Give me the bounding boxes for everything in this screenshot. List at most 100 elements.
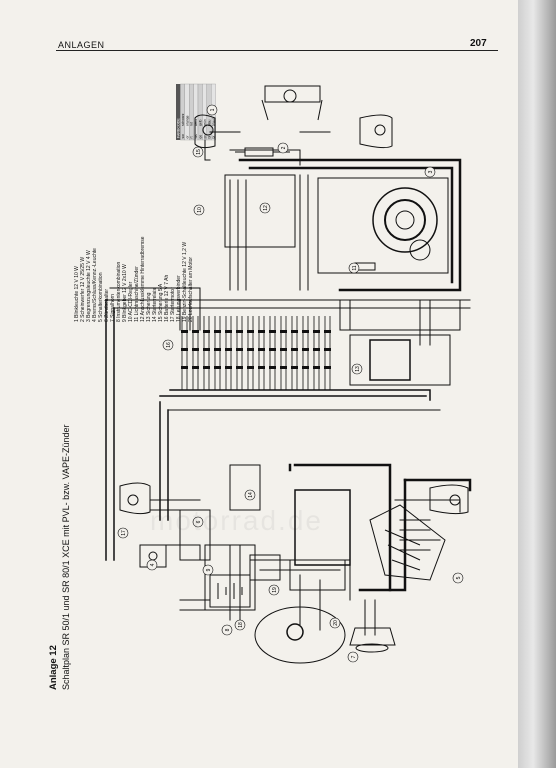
- connector-pin: [181, 366, 188, 369]
- watermark: motorrad.de: [150, 505, 323, 536]
- color-code-name: grün: [203, 119, 207, 126]
- connector-pin: [269, 348, 276, 351]
- connector-pin: [269, 366, 276, 369]
- section-header: ANLAGEN: [58, 40, 105, 50]
- connector-pin: [269, 330, 276, 333]
- color-code-name: gelb: [199, 119, 203, 126]
- color-code-abbr: sw: [181, 134, 185, 139]
- color-code-name: schwarz: [181, 113, 185, 126]
- starter-motor-symbol: [254, 605, 346, 664]
- callout-circle: [193, 204, 205, 216]
- callout-circle: [202, 564, 214, 576]
- connector-pin: [291, 330, 298, 333]
- callout-circle: [244, 489, 256, 501]
- callout-number: 18: [238, 622, 244, 628]
- connector-pin: [247, 330, 254, 333]
- connector-pin: [302, 330, 309, 333]
- connector-pin: [203, 348, 210, 351]
- callout-circle: [351, 363, 363, 375]
- connector-pin: [225, 330, 232, 333]
- callout-number: 8: [225, 628, 231, 631]
- connector-pin: [203, 366, 210, 369]
- connector-pin: [214, 330, 221, 333]
- header-rule: [56, 50, 498, 51]
- connector-pin: [324, 348, 331, 351]
- color-code-name: orange: [185, 115, 189, 126]
- callout-circle: [206, 104, 218, 116]
- page-number: 207: [470, 38, 487, 49]
- callout-circle: [146, 559, 158, 571]
- callout-number: 6: [196, 520, 202, 523]
- callout-circle: [277, 142, 289, 154]
- callout-circle: [347, 651, 359, 663]
- magneto-symbol: [372, 187, 438, 261]
- bulb-symbol: [119, 114, 469, 515]
- connector-pin: [291, 366, 298, 369]
- color-code-heading: FARBCODE: [177, 118, 181, 138]
- callout-number: 17: [121, 530, 127, 536]
- callout-number: 1: [210, 108, 216, 111]
- connector-pin: [214, 366, 221, 369]
- callout-circle: [234, 619, 246, 631]
- callout-number: 11: [352, 265, 358, 270]
- color-code-abbr: or: [185, 135, 189, 139]
- callout-circle: [162, 339, 174, 351]
- horn-symbol: [349, 627, 396, 653]
- callout-number: 12: [263, 205, 269, 211]
- connector-pin: [247, 348, 254, 351]
- callout-number: 14: [248, 492, 254, 498]
- connector-pin: [181, 348, 188, 351]
- wire-bundles: [105, 131, 472, 636]
- callout-number: 4: [150, 563, 156, 566]
- connector-pin: [324, 330, 331, 333]
- connector-pin: [236, 330, 243, 333]
- callout-circle: [329, 617, 341, 629]
- connector-pin: [302, 348, 309, 351]
- connector-pin: [313, 348, 320, 351]
- callout-circle: [192, 146, 204, 158]
- connector-pin: [302, 366, 309, 369]
- connector-pin: [291, 348, 298, 351]
- color-code-name: rot: [190, 122, 194, 126]
- connector-pin: [258, 366, 265, 369]
- callout-circle: [192, 516, 204, 528]
- connector-pin: [214, 348, 221, 351]
- callout-number: 3: [428, 170, 434, 173]
- callout-number: 19: [272, 587, 278, 593]
- binding-shadow: [518, 0, 556, 768]
- color-code-abbr: ws: [194, 134, 198, 138]
- callout-number: 13: [355, 366, 361, 372]
- callout-number: 9: [206, 568, 212, 571]
- callout-number: 16: [166, 342, 172, 348]
- connector-pin: [313, 366, 320, 369]
- callout-number: 7: [351, 655, 357, 658]
- component-boxes: [179, 174, 461, 611]
- connector-pin: [192, 366, 199, 369]
- color-code-name: braun: [212, 117, 216, 126]
- connector-block: [181, 316, 331, 390]
- callout-number: 20: [333, 620, 339, 626]
- color-code-name: weiß: [194, 119, 198, 126]
- callout-circle: [424, 166, 436, 178]
- color-code-abbr: bl: [207, 136, 211, 139]
- color-code-abbr: br: [212, 135, 216, 139]
- connector-pin: [236, 366, 243, 369]
- connector-pin: [203, 330, 210, 333]
- connector-pin: [313, 330, 320, 333]
- connector-pin: [225, 366, 232, 369]
- connector-pin: [192, 348, 199, 351]
- callout-circle: [452, 572, 464, 584]
- fuse-symbol: [235, 147, 376, 271]
- connector-pin: [225, 348, 232, 351]
- callout-circle: [259, 202, 271, 214]
- callout-number: 2: [281, 146, 287, 149]
- connector-pin: [324, 366, 331, 369]
- connector-pin: [258, 348, 265, 351]
- color-code-abbr: gn: [203, 135, 207, 139]
- callout-number: 5: [456, 576, 462, 579]
- connector-pin: [236, 348, 243, 351]
- connector-pin: [258, 330, 265, 333]
